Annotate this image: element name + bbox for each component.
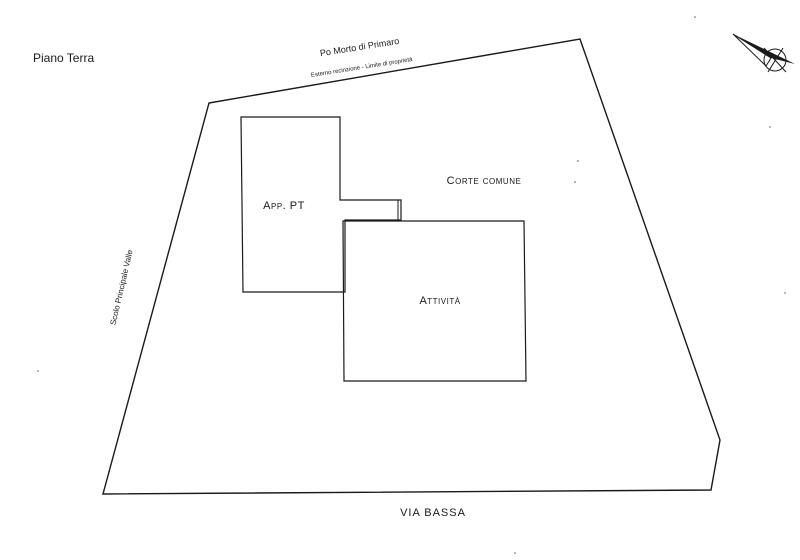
apartment-label: App. PT bbox=[263, 200, 305, 212]
property-boundary bbox=[102, 38, 721, 495]
activity-label: Attività bbox=[419, 295, 460, 307]
floor-label: Piano Terra bbox=[33, 51, 94, 65]
west-boundary-label: Scolo Principale Valle bbox=[109, 248, 135, 325]
north-boundary-note: Esterno recinzione - Limite di proprietà bbox=[311, 57, 414, 79]
courtyard-label: Corte comune bbox=[447, 175, 522, 187]
north-arrow-icon bbox=[732, 33, 795, 73]
scan-specks bbox=[37, 16, 786, 554]
north-boundary-label: Po Morto di Primaro bbox=[319, 36, 400, 58]
apartment-block bbox=[240, 116, 402, 293]
activity-block bbox=[342, 220, 527, 382]
south-street-label: VIA BASSA bbox=[400, 507, 466, 519]
